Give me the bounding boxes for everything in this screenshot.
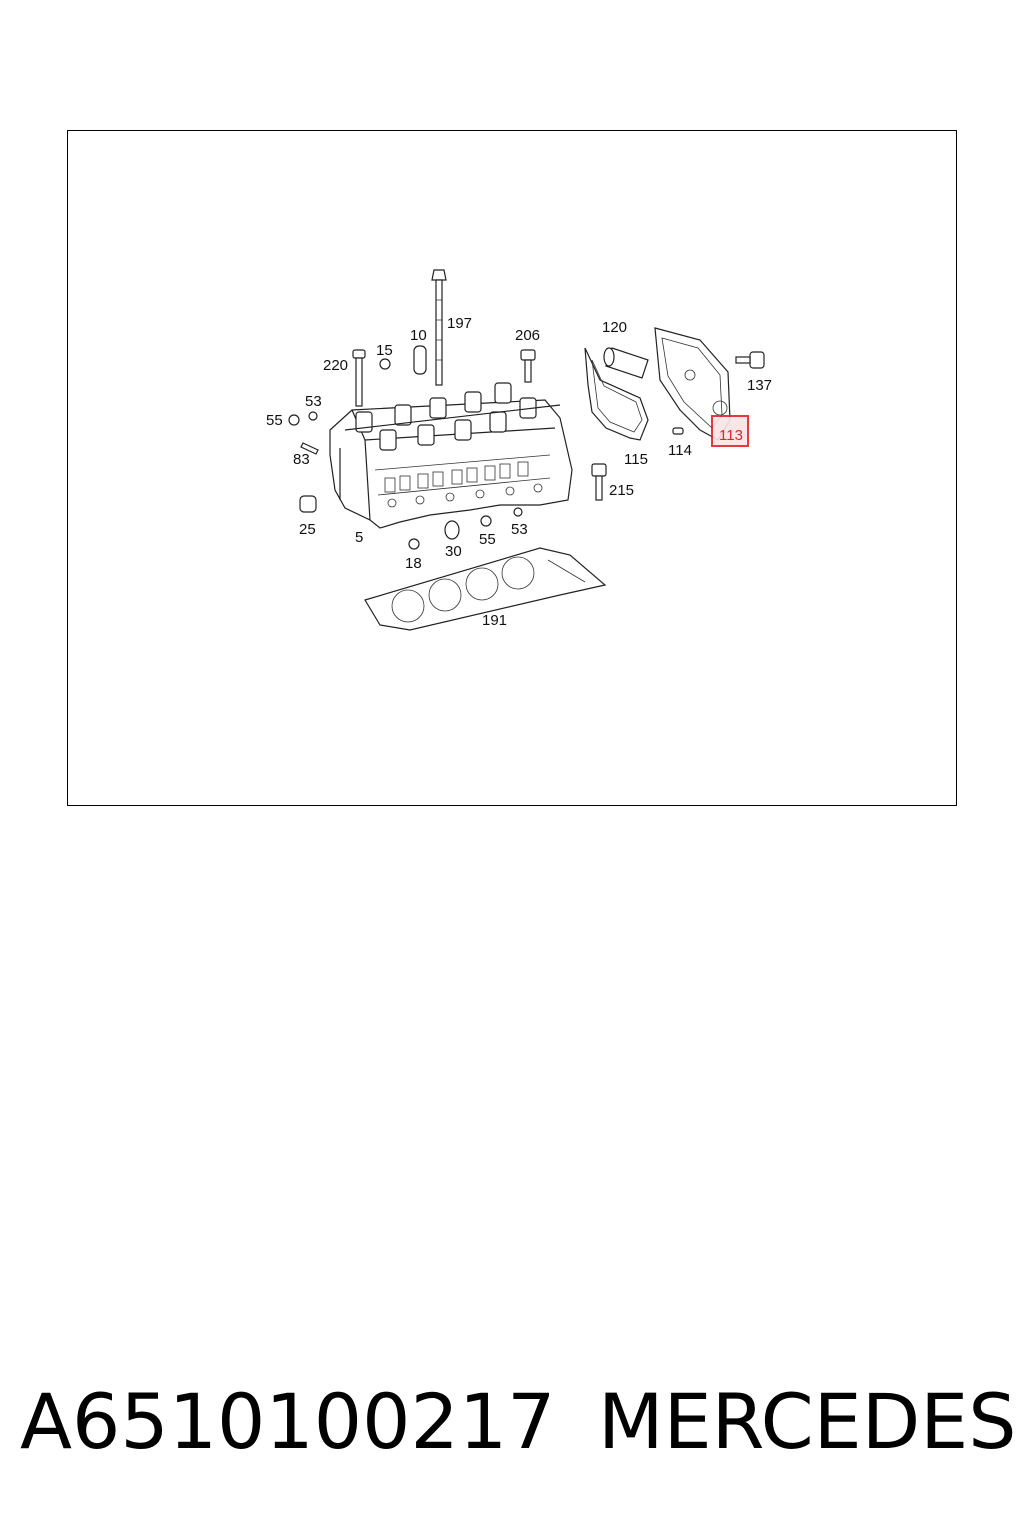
callout-18: 18	[405, 555, 422, 572]
callout-120: 120	[602, 319, 627, 336]
callout-197: 197	[447, 315, 472, 332]
head-gasket-191	[364, 547, 607, 631]
callout-220: 220	[323, 357, 348, 374]
small-parts	[288, 358, 684, 550]
callout-137: 137	[747, 377, 772, 394]
callout-53-lower: 53	[511, 521, 528, 538]
bolt-220	[352, 349, 366, 407]
callout-215: 215	[609, 482, 634, 499]
callout-10: 10	[410, 327, 427, 344]
part-number: A6510100217	[20, 1377, 556, 1466]
bolt-197	[431, 269, 447, 386]
cylinder-head	[329, 382, 573, 529]
callout-30: 30	[445, 543, 462, 560]
callout-55-lower: 55	[479, 531, 496, 548]
bolt-137	[735, 351, 765, 369]
tube-120	[603, 347, 649, 379]
gasket-115	[584, 347, 649, 441]
bolt-215	[591, 463, 607, 501]
callout-15: 15	[376, 342, 393, 359]
callout-25: 25	[299, 521, 316, 538]
callout-113[interactable]: 113	[719, 427, 743, 444]
callout-5: 5	[355, 529, 363, 546]
callout-115: 115	[624, 451, 648, 468]
callout-191: 191	[482, 612, 507, 629]
callout-53-upper: 53	[305, 393, 322, 410]
bolt-206	[520, 349, 536, 383]
exploded-parts-diagram: 197 10 15 220 206 120 137 53 55 113 83 1…	[266, 269, 772, 631]
callout-206: 206	[515, 327, 540, 344]
caption: A6510100217 MERCEDES	[20, 1372, 1016, 1472]
highlight-box-113	[711, 415, 749, 447]
callout-83: 83	[293, 451, 310, 468]
callout-55-left: 55	[266, 412, 283, 429]
brand-name: MERCEDES	[598, 1377, 1017, 1466]
sleeve-10	[413, 345, 427, 375]
callout-114: 114	[668, 442, 692, 459]
callout-labels: 197 10 15 220 206 120 137 53 55 113 83 1…	[266, 315, 772, 629]
